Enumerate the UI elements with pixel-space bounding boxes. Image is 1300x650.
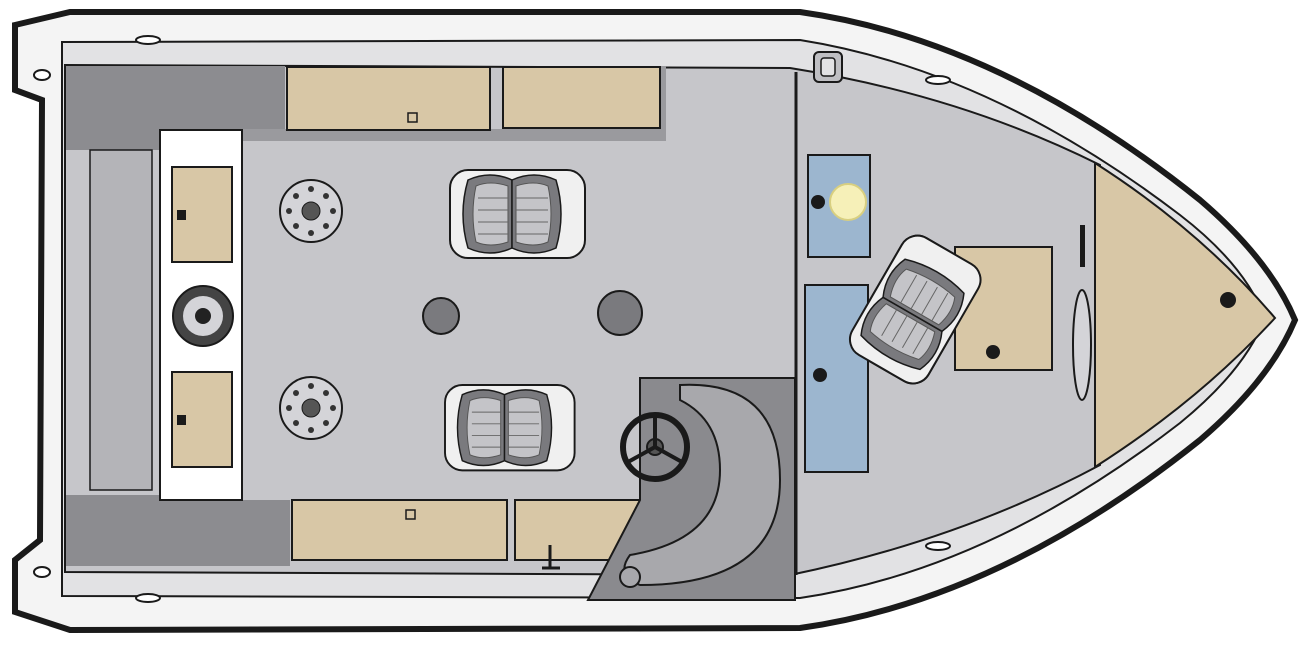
storage-bottom-left: [291, 499, 508, 561]
gunwale-hole: [135, 593, 161, 603]
gunwale-hole: [33, 566, 51, 578]
bow-eye-icon: [1220, 292, 1236, 308]
gunwale-hole: [925, 75, 951, 85]
latch-icon: [813, 368, 827, 382]
latch-icon: [177, 210, 186, 220]
rear-deck-bottom: [66, 495, 290, 566]
storage-top-right: [502, 66, 661, 129]
bow-deck: [1094, 161, 1277, 469]
latch-icon: [811, 195, 825, 209]
pedestal-base-top: [279, 179, 343, 243]
latch-icon: [986, 345, 1000, 359]
console-button: [619, 566, 641, 588]
pedestal-base-bottom: [279, 376, 343, 440]
latch-icon: [177, 415, 186, 425]
gunwale-hole: [33, 69, 51, 81]
latch-icon: [405, 509, 416, 520]
seat-socket-right: [597, 290, 643, 336]
seat-bottom: [444, 384, 576, 472]
seat-top: [449, 169, 586, 259]
rod-holder-icon: [542, 545, 560, 570]
latch-icon: [407, 112, 418, 123]
light-icon: [829, 183, 867, 221]
steering-wheel-icon: [620, 412, 690, 482]
gunwale-hole: [925, 541, 951, 551]
transom-step: [89, 149, 153, 491]
trolling-motor-mount: [1072, 289, 1092, 401]
gunwale-hole: [135, 35, 161, 45]
cleat-icon: [813, 51, 843, 83]
storage-top-left: [286, 66, 491, 131]
rear-pedestal-base: [172, 285, 234, 347]
seat-socket-left: [422, 297, 460, 335]
vent-slot: [1080, 225, 1085, 267]
